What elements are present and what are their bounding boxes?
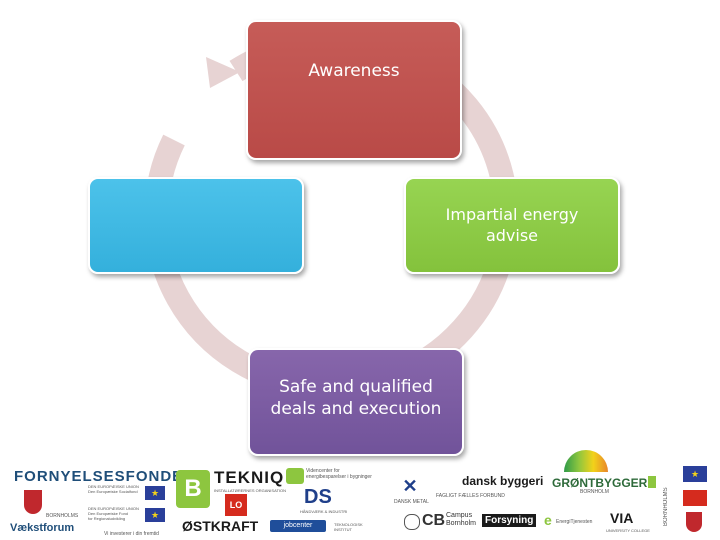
eu-flag-icon: ★: [145, 508, 165, 522]
safe-deals-label: Safe and qualified deals and execution: [270, 377, 442, 420]
via-logo: VIA: [610, 510, 634, 526]
gronbygger-logo: GRØNTBYGGER: [552, 476, 648, 490]
gronbygger-subtitle: BORNHOLM: [580, 489, 609, 495]
videncenter-logo: Videncenter for energibesparelser i bygn…: [306, 468, 372, 480]
campus-bornholm-icon: [404, 514, 420, 530]
teknologisk-institut-logo: TEKNOLOGISK INSTITUT: [334, 522, 363, 532]
safe-deals-node: Safe and qualified deals and execution: [248, 348, 464, 456]
ds-logo: DS: [304, 486, 332, 508]
sponsor-logo-strip: FORNYELSESFONDEN DEN EUROPÆISKE UNION De…: [0, 448, 720, 540]
faglig-faelles-forbund-logo: FAGLIGT FÆLLES FORBUND: [436, 493, 505, 499]
awareness-node: Awareness: [246, 20, 462, 160]
gronbygger-rainbow-icon: [564, 450, 608, 472]
dansk-metal-icon: ✕: [402, 476, 418, 496]
energitjenesten-icon: e: [544, 512, 552, 528]
energitjenesten-logo: EnergiTjenesten: [556, 519, 593, 525]
cb-icon: CB: [422, 512, 446, 529]
b-logo-icon: B: [176, 470, 210, 508]
tekniq-subtitle: INSTALLATØRERNES ORGANISATION: [214, 488, 287, 493]
bornholm-crest-icon: [686, 512, 702, 532]
blank-node: [88, 177, 304, 274]
dansk-metal-logo: DANSK METAL: [394, 499, 429, 505]
eu-flag-icon: ★: [683, 466, 707, 482]
cycle-arrowhead: [206, 57, 240, 88]
fornyelsesfonden-logo: FORNYELSESFONDEN: [14, 468, 196, 485]
videncenter-house-icon: [286, 468, 304, 484]
awareness-label: Awareness: [308, 61, 400, 81]
eu-regional-fund-text: DEN EUROPÆISKE UNION Den Europæiske Fond…: [88, 506, 139, 521]
gronbygger-b-icon: [648, 476, 656, 488]
ds-subtitle: HÅNDVÆRK & INDUSTRI: [300, 509, 348, 514]
impartial-energy-advise-node: Impartial energy advise: [404, 177, 620, 274]
via-subtitle: UNIVERSITY COLLEGE: [606, 528, 650, 533]
lo-logo: LO: [225, 494, 247, 516]
invest-future-text: Vi investerer i din fremtid: [104, 531, 159, 537]
impartial-energy-advise-label: Impartial energy advise: [445, 205, 579, 245]
dansk-byggeri-logo: dansk byggeri: [462, 474, 544, 488]
jobcenter-logo: jobcenter: [270, 520, 326, 532]
tekniq-logo: TEKNIQ: [214, 468, 285, 487]
red-flag-icon: [683, 490, 707, 506]
bornholm-text: BORNHOLMS: [46, 513, 79, 519]
campus-bornholm-logo: Campus Bornholm: [446, 512, 476, 527]
eu-social-fund-text: DEN EUROPÆISKE UNION Den Europæiske Soci…: [88, 484, 139, 494]
ostkraft-logo: ØSTKRAFT: [182, 518, 259, 534]
eu-flag-icon: ★: [145, 486, 165, 500]
bornholms-vertical-logo: BORNHOLMS: [663, 487, 669, 526]
vaekstforum-logo: Vækstforum: [10, 522, 75, 534]
forsyning-logo: Forsyning: [482, 514, 537, 527]
bornholm-coat-of-arms-icon: [24, 490, 42, 514]
